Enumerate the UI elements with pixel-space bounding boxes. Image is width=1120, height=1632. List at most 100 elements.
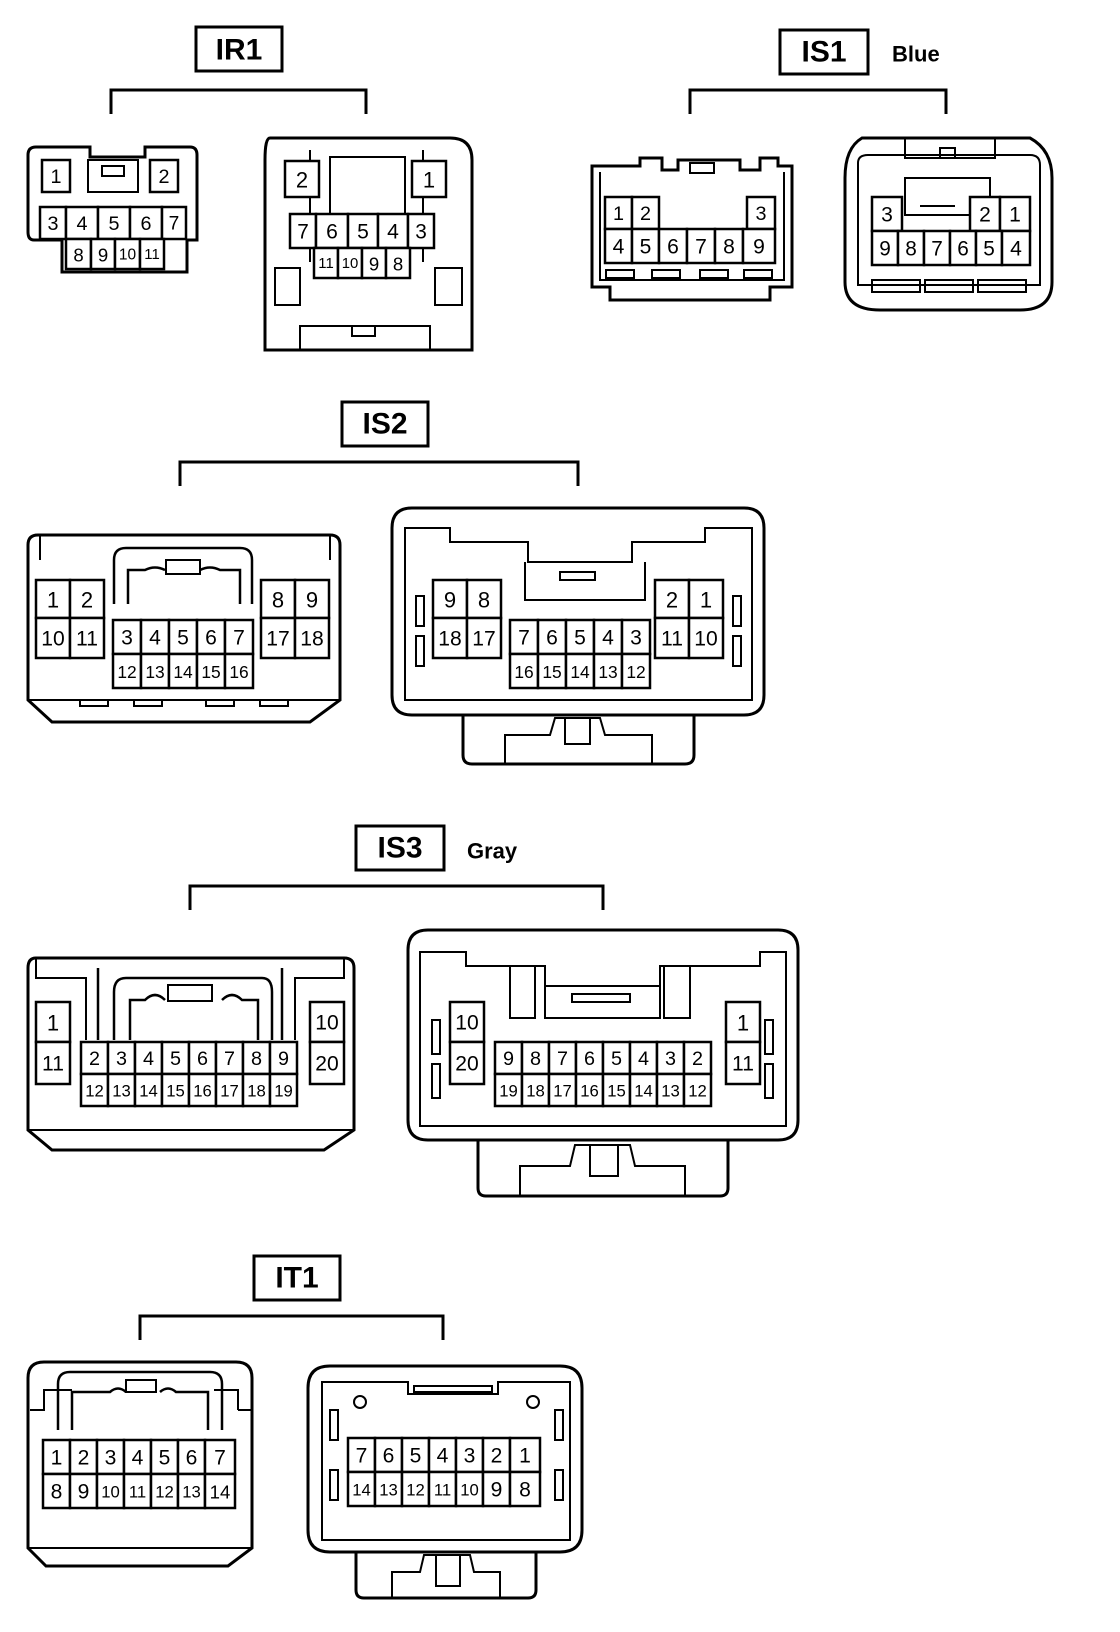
pin-cell bbox=[195, 618, 227, 656]
pin-number: 7 bbox=[233, 627, 245, 650]
pin-number: 11 bbox=[434, 1481, 451, 1500]
pin-number: 8 bbox=[723, 236, 735, 259]
connector-body bbox=[26, 533, 342, 724]
pin-number: 12 bbox=[688, 1082, 707, 1101]
pin-cell bbox=[34, 616, 72, 660]
pin-number: 10 bbox=[460, 1481, 479, 1500]
pin-cell bbox=[1000, 229, 1032, 267]
pin-cell bbox=[259, 616, 297, 660]
pin-number: 13 bbox=[145, 662, 164, 682]
pin-cell bbox=[465, 578, 503, 620]
pin-number: 6 bbox=[546, 627, 558, 650]
pin-number: 3 bbox=[415, 221, 427, 244]
pin-number: 4 bbox=[638, 1048, 649, 1070]
pin-number: 15 bbox=[607, 1082, 626, 1101]
pin-number: 5 bbox=[574, 627, 586, 650]
pin-number: 10 bbox=[101, 1483, 120, 1502]
pin-number: 11 bbox=[144, 247, 159, 263]
pin-number: 9 bbox=[503, 1048, 514, 1070]
pin-number: 18 bbox=[438, 628, 461, 651]
pin-number: 3 bbox=[665, 1048, 676, 1070]
pin-cell bbox=[167, 652, 199, 690]
pin-number: 9 bbox=[98, 245, 108, 266]
pin-number: 10 bbox=[694, 628, 717, 651]
connector-body bbox=[26, 956, 356, 1152]
pin-cell bbox=[346, 1436, 377, 1474]
pin-number: 9 bbox=[306, 588, 318, 613]
pin-cell bbox=[630, 227, 661, 265]
pin-cell bbox=[68, 578, 106, 620]
pin-number: 1 bbox=[423, 168, 435, 193]
pin-cell bbox=[187, 1072, 218, 1108]
pin-cell bbox=[741, 227, 777, 265]
pin-number: 8 bbox=[393, 254, 403, 275]
pin-number: 6 bbox=[197, 1048, 208, 1070]
pin-number: 1 bbox=[700, 588, 712, 613]
pin-number: 3 bbox=[464, 1445, 476, 1468]
pin-number: 13 bbox=[379, 1481, 398, 1500]
pin-cell bbox=[547, 1072, 578, 1108]
pin-cell bbox=[79, 1072, 110, 1108]
pin-cell bbox=[724, 1040, 762, 1086]
pin-number: 9 bbox=[491, 1479, 503, 1502]
pin-cell bbox=[427, 1470, 458, 1508]
pin-number: 12 bbox=[155, 1483, 174, 1502]
pin-cell bbox=[508, 1470, 542, 1508]
pin-number: 4 bbox=[132, 1447, 144, 1470]
pin-number: 6 bbox=[205, 627, 217, 650]
pin-number: 3 bbox=[105, 1447, 117, 1470]
connector-body bbox=[390, 506, 766, 717]
pin-cell bbox=[630, 195, 661, 231]
pin-cell bbox=[283, 159, 321, 199]
pin-number: 9 bbox=[879, 238, 891, 261]
pin-cell bbox=[293, 616, 331, 660]
pin-number: 6 bbox=[584, 1048, 595, 1070]
pin-number: 8 bbox=[478, 588, 490, 613]
pin-number: 4 bbox=[387, 221, 399, 244]
connector-it1-label: IT1 bbox=[275, 1262, 318, 1295]
pin-number: 1 bbox=[47, 1011, 59, 1036]
pin-number: 12 bbox=[117, 662, 136, 682]
pin-number: 2 bbox=[81, 588, 93, 613]
pin-number: 7 bbox=[356, 1445, 368, 1468]
pin-cell bbox=[520, 1072, 551, 1108]
pin-number: 4 bbox=[76, 213, 87, 235]
pin-cell bbox=[384, 246, 412, 280]
pin-number: 8 bbox=[519, 1479, 531, 1502]
connector-is3-label: IS3 bbox=[377, 832, 422, 865]
pin-cell bbox=[40, 158, 72, 194]
pin-number: 3 bbox=[755, 203, 766, 225]
pin-number: 6 bbox=[140, 213, 151, 235]
pin-cell bbox=[268, 1040, 299, 1076]
pin-number: 2 bbox=[491, 1445, 503, 1468]
pin-cell bbox=[601, 1072, 632, 1108]
pin-cell bbox=[308, 1000, 346, 1044]
pin-cell bbox=[682, 1072, 713, 1108]
pin-number: 16 bbox=[580, 1082, 599, 1101]
pin-cell bbox=[628, 1040, 659, 1076]
pin-cell bbox=[148, 158, 180, 194]
pin-number: 13 bbox=[598, 662, 617, 682]
pin-cell bbox=[574, 1072, 605, 1108]
pin-number: 5 bbox=[177, 627, 189, 650]
connector-body bbox=[306, 1364, 584, 1554]
pin-number: 4 bbox=[602, 627, 614, 650]
pin-number: 6 bbox=[326, 221, 338, 244]
pin-number: 13 bbox=[661, 1082, 680, 1101]
pin-cell bbox=[68, 1438, 99, 1476]
pin-number: 19 bbox=[274, 1082, 293, 1101]
pin-cell bbox=[603, 227, 634, 265]
pin-cell bbox=[400, 1470, 431, 1508]
pin-number: 3 bbox=[47, 213, 58, 235]
pin-number: 10 bbox=[315, 1012, 338, 1035]
connector-body bbox=[406, 928, 800, 1142]
pin-cell bbox=[724, 1000, 762, 1044]
